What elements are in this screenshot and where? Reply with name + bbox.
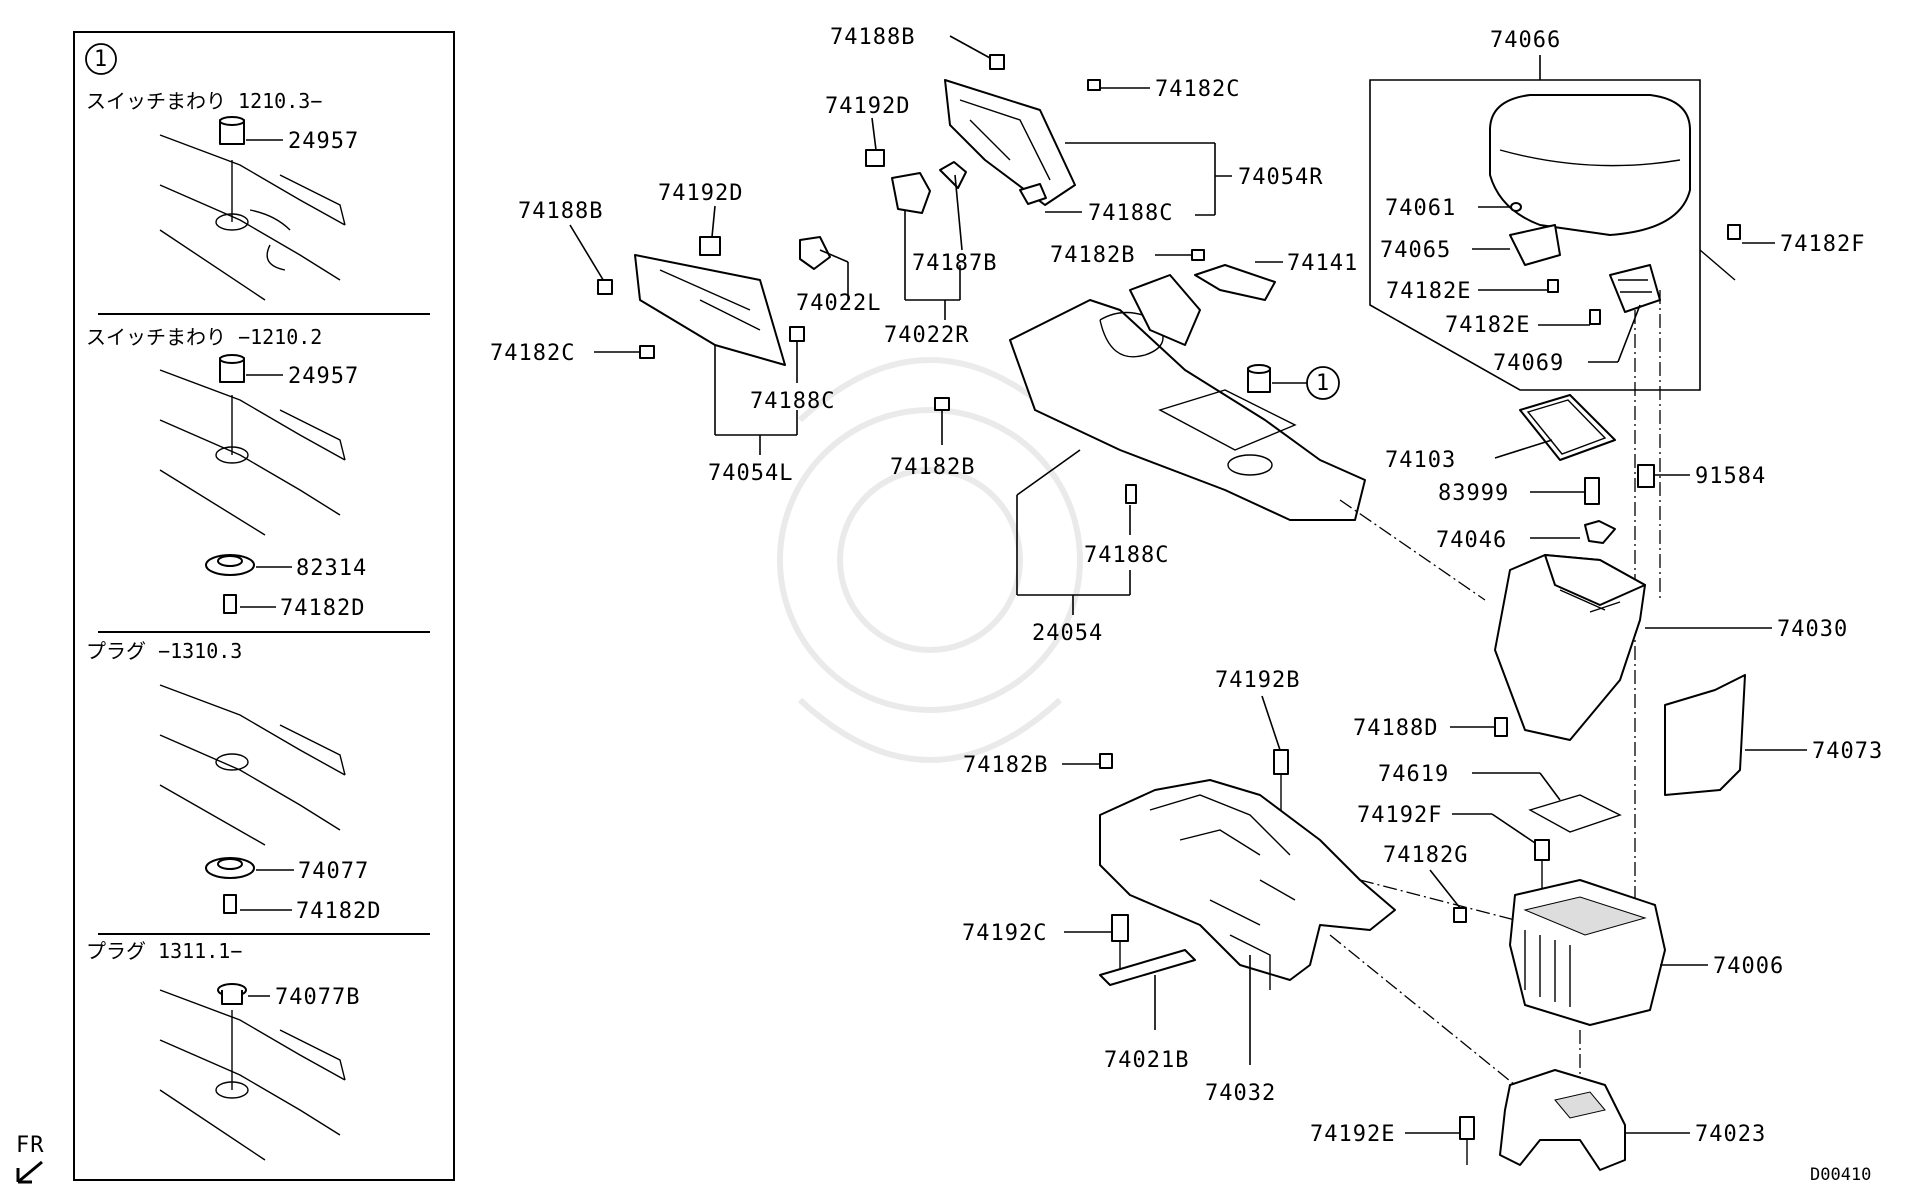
label-74061: 74061 <box>1385 196 1456 221</box>
inset-panel: 1 スイッチまわり 1210.3− 24957 スイッチまわり −1210.2 … <box>73 31 455 1181</box>
label-74182E-a: 74182E <box>1386 279 1471 304</box>
label-74054L: 74054L <box>708 461 793 486</box>
section-title: プラグ 1311.1− <box>86 939 242 963</box>
label-74182B-mid: 74182B <box>890 455 975 480</box>
front-arrow-icon <box>16 1160 43 1184</box>
inset-label-74182D-b: 74182D <box>296 899 381 924</box>
label-74032: 74032 <box>1205 1081 1276 1106</box>
diagram-code: D00410 <box>1810 1165 1871 1185</box>
label-74188B-top: 74188B <box>830 25 915 50</box>
label-74182F: 74182F <box>1780 232 1865 257</box>
section-title: スイッチまわり 1210.3− <box>86 89 322 113</box>
label-74192D-left: 74192D <box>658 181 743 206</box>
label-74182E-b: 74182E <box>1445 313 1530 338</box>
inset-label-24957-b: 24957 <box>288 364 359 389</box>
inset-callout-number: 1 <box>94 47 108 72</box>
label-74022R: 74022R <box>884 323 969 348</box>
label-74023: 74023 <box>1695 1122 1766 1147</box>
inset-label-82314: 82314 <box>296 556 367 581</box>
inset-section-2: スイッチまわり −1210.2 24957 82314 74182D <box>86 325 367 621</box>
label-74182C-left: 74182C <box>490 341 575 366</box>
label-74188B-left: 74188B <box>518 199 603 224</box>
label-74192E: 74192E <box>1310 1122 1395 1147</box>
armrest-group: 74066 74061 74065 74182E 74182E 74069 74… <box>1369 28 1865 960</box>
label-24054: 24054 <box>1032 621 1103 646</box>
label-74141: 74141 <box>1287 251 1358 276</box>
callout-circle-icon <box>85 43 117 75</box>
label-74069: 74069 <box>1493 351 1564 376</box>
fr-label: FR <box>16 1133 45 1158</box>
inset-label-74077B: 74077B <box>275 985 360 1010</box>
label-74192F: 74192F <box>1357 803 1442 828</box>
label-74182C-top: 74182C <box>1155 77 1240 102</box>
label-91584: 91584 <box>1695 464 1766 489</box>
label-74182B-top: 74182B <box>1050 243 1135 268</box>
inset-section-1: スイッチまわり 1210.3− 24957 <box>86 89 359 301</box>
label-74188C-mid: 74188C <box>1084 543 1169 568</box>
label-74192B: 74192B <box>1215 668 1300 693</box>
label-74021B: 74021B <box>1104 1048 1189 1073</box>
label-74188D: 74188D <box>1353 716 1438 741</box>
label-74066: 74066 <box>1490 28 1561 53</box>
label-74619: 74619 <box>1378 762 1449 787</box>
label-74182G: 74182G <box>1383 843 1468 868</box>
left-panel-group: 74188B 74192D 74022L 74182C 74188C 74054… <box>490 181 881 486</box>
label-74103: 74103 <box>1385 448 1456 473</box>
label-74188C-left: 74188C <box>750 389 835 414</box>
label-74046: 74046 <box>1436 528 1507 553</box>
label-74192C: 74192C <box>962 921 1047 946</box>
label-74054R: 74054R <box>1238 165 1323 190</box>
label-74182B-low: 74182B <box>963 753 1048 778</box>
inset-section-3: プラグ −1310.3 74077 74182D <box>86 639 381 924</box>
label-74030: 74030 <box>1777 617 1848 642</box>
inset-section-4: プラグ 1311.1− 74077B <box>86 939 360 1161</box>
fr-direction-indicator: FR <box>16 1133 45 1184</box>
label-74192D-top: 74192D <box>825 94 910 119</box>
label-74006: 74006 <box>1713 954 1784 979</box>
label-74187B: 74187B <box>912 251 997 276</box>
callout-circle-icon <box>1306 366 1340 400</box>
floor-console-group: 74192B 74182B 74192C 74021B 74032 <box>962 668 1516 1106</box>
section-title: スイッチまわり −1210.2 <box>86 325 322 349</box>
main-callout-number: 1 <box>1316 371 1330 396</box>
inset-label-24957-a: 24957 <box>288 129 359 154</box>
section-title: プラグ −1310.3 <box>86 639 242 663</box>
label-74073: 74073 <box>1812 739 1883 764</box>
center-console-group: 74182B 74141 1 74182B 74188C 24054 <box>890 243 1486 646</box>
label-83999: 83999 <box>1438 481 1509 506</box>
inset-label-74182D-a: 74182D <box>280 596 365 621</box>
label-74065: 74065 <box>1380 238 1451 263</box>
watermark-emblem <box>777 357 1083 763</box>
label-74022L: 74022L <box>796 291 881 316</box>
lower-right-group: 74103 83999 91584 74046 74030 74188D 740… <box>1310 394 1883 1171</box>
label-74188C-top: 74188C <box>1088 201 1173 226</box>
inset-label-74077: 74077 <box>298 859 369 884</box>
upper-right-panel-group: 74188B 74182C 74192D 74054R 74188C 74187… <box>825 25 1323 348</box>
